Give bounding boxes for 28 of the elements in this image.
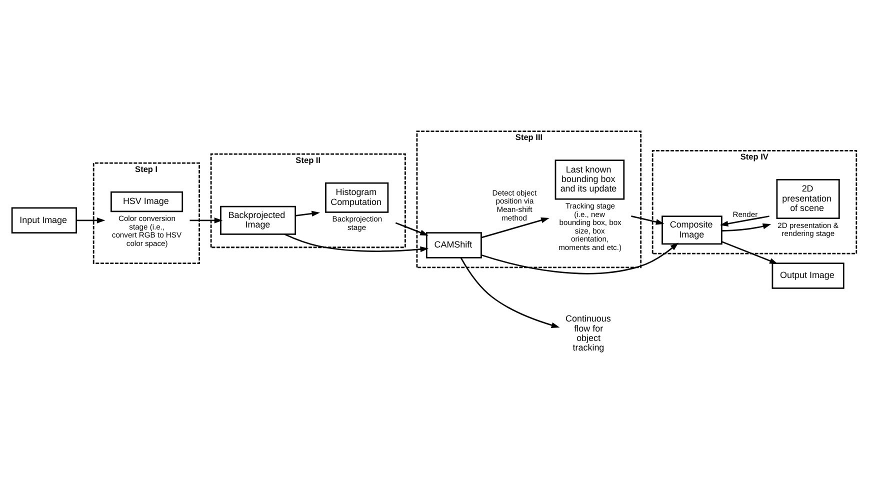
node-box: Last known bounding box and its update (554, 159, 625, 200)
node-box: Output Image (772, 262, 844, 288)
arrow (631, 214, 664, 224)
arrow (190, 217, 223, 223)
node-box: CAMShift (426, 232, 482, 258)
node-label: Tracking stage (i.e., new bounding box, box size, box orientation, moments and etc.) (558, 201, 622, 252)
arrow (295, 210, 320, 216)
arrow (720, 215, 770, 226)
arrow (284, 233, 429, 252)
arrow (722, 222, 772, 231)
edge-label: Render (732, 209, 758, 218)
node-box: Input Image (11, 206, 77, 234)
node-box: HSV Image (110, 190, 184, 212)
edge-label: Detect object position via Mean-shift method (492, 188, 537, 222)
node-box: Composite Image (662, 215, 722, 244)
node-box: 2D presentation of scene (776, 178, 840, 219)
arrow (481, 242, 679, 274)
node-text: Continuous flow for object tracking (566, 313, 611, 352)
node-label: 2D presentation & rendering stage (778, 220, 838, 238)
node-label: Backprojection stage (332, 214, 382, 232)
arrow (460, 256, 560, 328)
node-box: Backprojected Image (220, 205, 296, 234)
arrow (76, 217, 106, 223)
arrow (395, 222, 428, 236)
node-box: Histogram Computation (325, 182, 389, 212)
arrow (481, 216, 550, 238)
arrow (722, 240, 778, 264)
node-label: Color conversion stage (i.e., convert RGB to HSV color space) (112, 213, 182, 248)
